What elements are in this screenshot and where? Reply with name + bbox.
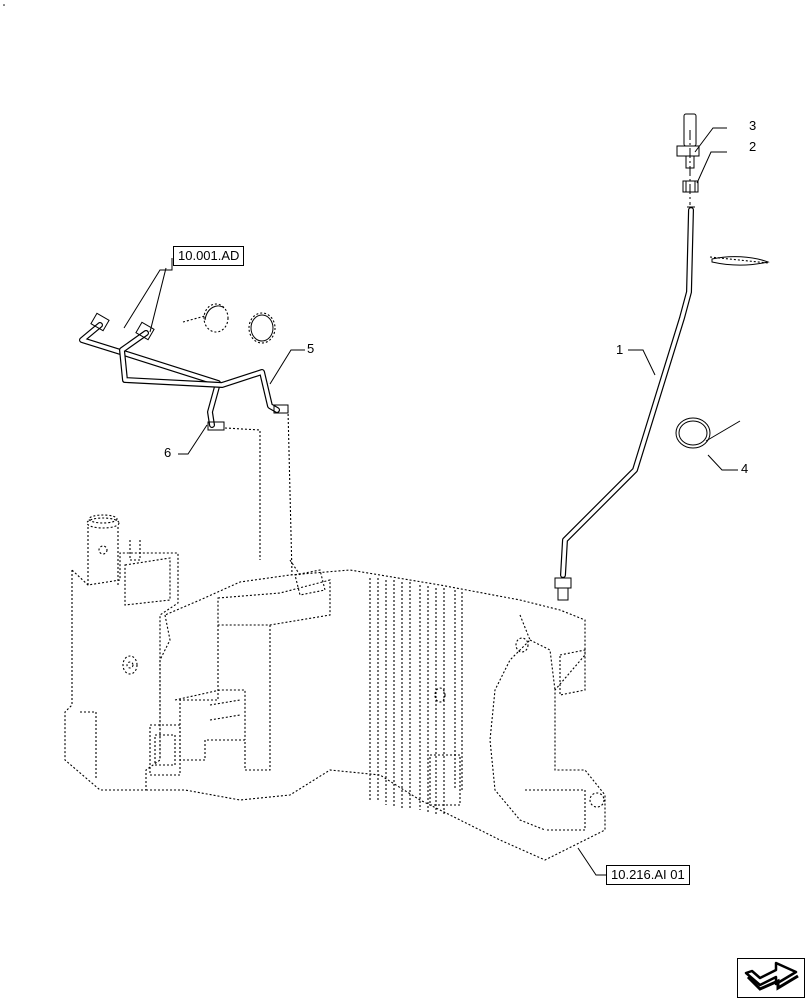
callout-2: 2 (749, 139, 757, 154)
callout-3: 3 (749, 118, 757, 133)
callout-5: 5 (307, 341, 315, 356)
next-page-arrow-icon[interactable] (737, 958, 805, 998)
fuel-tank (64, 514, 606, 861)
dipstick-plug (682, 180, 699, 193)
callout-1: 1 (616, 342, 624, 357)
dipstick-tube (554, 206, 695, 601)
harness-rings (203, 303, 276, 344)
dipstick-rod (709, 256, 770, 266)
leader-lines (123, 127, 738, 876)
engine-reference-link[interactable]: 10.001.AD (173, 246, 245, 266)
tank-reference-link[interactable]: 10.216.AI 01 (606, 865, 690, 885)
dipstick-handle (676, 113, 700, 169)
sender-harness (79, 312, 301, 576)
o-ring (675, 417, 741, 449)
tank-ribs (369, 578, 463, 815)
callout-6: 6 (164, 445, 172, 460)
callout-4: 4 (741, 461, 749, 476)
